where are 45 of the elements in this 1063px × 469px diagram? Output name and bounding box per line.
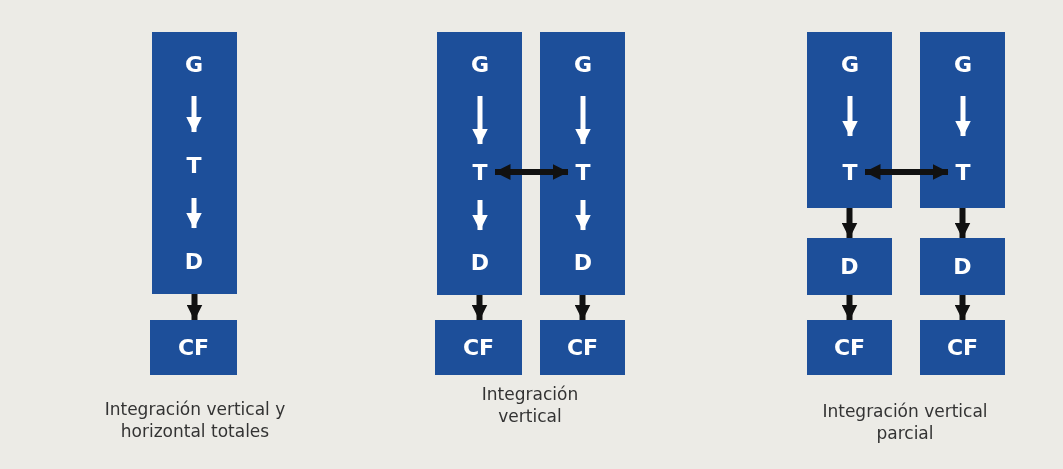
stage-letter: G xyxy=(465,32,495,96)
arrow xyxy=(954,295,971,321)
stage-box: CF xyxy=(435,320,522,375)
stage-letter: G xyxy=(948,32,978,96)
arrow xyxy=(494,164,569,180)
arrow xyxy=(841,295,858,321)
arrow xyxy=(471,295,488,321)
stage-letter: G xyxy=(835,32,865,96)
arrow xyxy=(841,208,858,239)
stage-letter: G xyxy=(568,32,598,96)
stage-box: CF xyxy=(150,320,237,375)
stage-letter: T xyxy=(835,136,865,208)
stage-letter: T xyxy=(568,144,598,200)
column-box xyxy=(540,32,625,295)
arrow xyxy=(954,208,971,239)
stage-box: CF xyxy=(540,320,625,375)
column-box xyxy=(437,32,522,295)
stage-box: D xyxy=(920,238,1005,295)
caption: Integración vertical y horizontal totales xyxy=(103,398,287,442)
stage-letter: T xyxy=(465,144,495,200)
arrow xyxy=(575,200,591,231)
stage-box: D xyxy=(807,238,892,295)
arrow xyxy=(186,198,202,229)
arrow xyxy=(186,96,202,133)
arrow xyxy=(186,294,203,321)
stage-letter: G xyxy=(179,32,209,96)
arrow xyxy=(575,96,591,145)
stage-letter: T xyxy=(179,132,209,198)
arrow xyxy=(864,164,949,180)
stage-letter: T xyxy=(948,136,978,208)
stage-box: CF xyxy=(920,320,1005,375)
arrow xyxy=(842,96,858,137)
arrow xyxy=(472,96,488,145)
stage-letter: D xyxy=(568,230,598,295)
stage-letter: D xyxy=(179,228,209,294)
stage-letter: D xyxy=(465,230,495,295)
caption: Integración vertical parcial xyxy=(821,400,989,444)
arrow xyxy=(472,200,488,231)
caption: Integración vertical xyxy=(480,383,580,427)
column-box xyxy=(807,32,892,208)
stage-box: CF xyxy=(807,320,892,375)
column-box xyxy=(152,32,237,294)
column-box xyxy=(920,32,1005,208)
arrow xyxy=(955,96,971,137)
arrow xyxy=(574,295,591,321)
